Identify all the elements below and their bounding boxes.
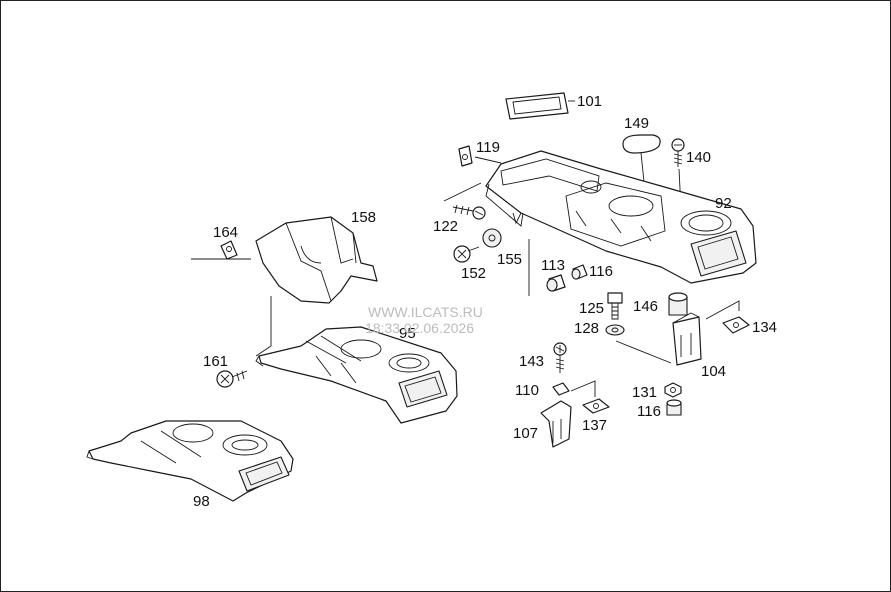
callout-116-lower: 116 [637, 403, 661, 420]
callout-110: 110 [515, 382, 539, 399]
part-128-washer [605, 324, 625, 336]
callout-122: 122 [433, 218, 458, 235]
part-119-clip [458, 145, 502, 167]
callout-104: 104 [701, 363, 726, 380]
callout-161: 161 [203, 353, 228, 370]
callout-98: 98 [193, 493, 210, 510]
callout-158: 158 [351, 209, 376, 226]
watermark-timestamp: 18:33 02.06.2026 [365, 320, 474, 336]
part-134-clipnut [722, 316, 750, 334]
part-125-bolt [607, 292, 623, 320]
part-155-washer [482, 212, 522, 248]
part-116-lower-bushing [666, 399, 682, 416]
watermark: WWW.ILCATS.RU 18:33 02.06.2026 [365, 304, 483, 336]
callout-164: 164 [213, 224, 238, 241]
callout-101: 101 [577, 93, 602, 110]
callout-131: 131 [632, 384, 657, 401]
part-152-screw [453, 245, 480, 263]
callout-92: 92 [715, 195, 732, 212]
callout-146: 146 [633, 298, 658, 315]
part-116-upper-bushing [571, 264, 588, 280]
part-113-bushing [546, 274, 566, 292]
part-137-clipnut [582, 398, 610, 414]
callout-152: 152 [461, 265, 486, 282]
callout-149: 149 [624, 115, 649, 132]
part-110-clip [552, 382, 570, 396]
part-95-console [255, 326, 458, 424]
callout-113: 113 [541, 257, 565, 274]
callout-143: 143 [519, 353, 544, 370]
callout-134: 134 [752, 319, 777, 336]
callout-labels: 101 149 140 119 92 158 164 122 152 155 1… [193, 93, 777, 510]
part-122-screw [452, 204, 486, 220]
callout-125: 125 [579, 300, 604, 317]
part-98-console-cover [86, 420, 294, 502]
callout-107: 107 [513, 425, 538, 442]
part-101-insert [505, 92, 575, 120]
callout-155: 155 [497, 251, 522, 268]
callout-95: 95 [399, 325, 416, 342]
part-164-clip [220, 240, 238, 260]
part-161-screw [216, 370, 248, 388]
callout-116-upper: 116 [589, 263, 613, 280]
part-131-nut [664, 382, 682, 398]
part-104-bracket [672, 312, 702, 366]
watermark-site: WWW.ILCATS.RU [368, 304, 483, 320]
callout-137: 137 [582, 417, 607, 434]
part-146-mount [668, 292, 688, 316]
callout-128: 128 [574, 320, 599, 337]
callout-140: 140 [686, 149, 711, 166]
part-107-bracket [540, 400, 572, 448]
part-143-screw [553, 342, 567, 373]
part-158-shroud [255, 216, 378, 304]
part-92-console [485, 150, 757, 284]
callout-119: 119 [476, 139, 500, 156]
